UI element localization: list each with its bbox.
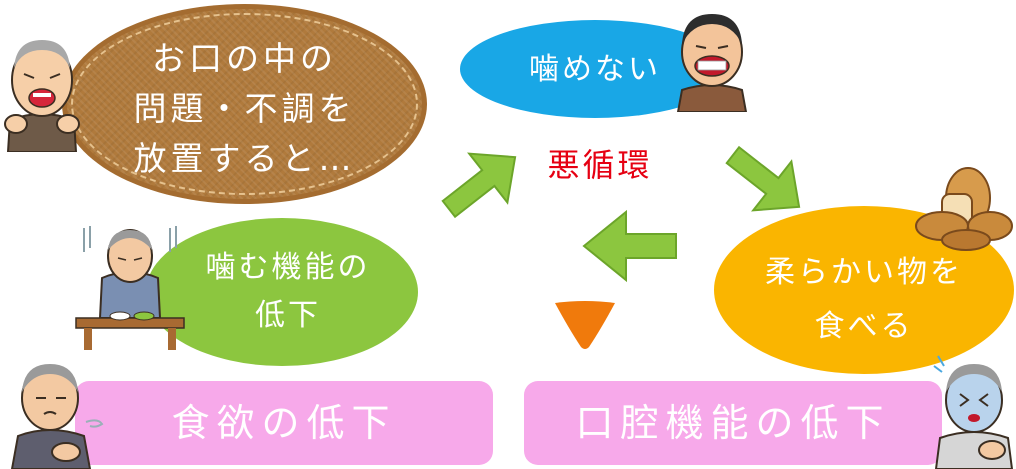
bread-illustration: [915, 167, 1013, 251]
appetite-decline-banner: 食欲の低下: [75, 381, 493, 465]
warning-line-2: 問題・不調を: [133, 89, 356, 128]
chewing-decline-line-1: 噛む機能の: [205, 250, 371, 285]
elderly-man-eating-alone-illustration: [75, 226, 185, 350]
elderly-man-choking-illustration: [933, 355, 1014, 469]
chewing-decline-text: 噛む機能の 低下: [152, 244, 424, 340]
elderly-man-bad-teeth-illustration: [676, 14, 748, 112]
vicious-cycle-label: 悪循環: [547, 146, 653, 184]
soft-food-line-2: 食べる: [814, 309, 914, 344]
chewing-decline-line-2: 低下: [255, 298, 321, 333]
cannot-chew-label: 噛めない: [529, 52, 661, 87]
elderly-man-sighing-illustration: [10, 364, 104, 469]
arrow-down-right-icon: [725, 145, 801, 212]
warning-line-1: お口の中の: [152, 39, 337, 78]
warning-cloud-text: お口の中の 問題・不調を 放置すると…: [62, 34, 427, 184]
triangle-down-icon: [555, 301, 615, 349]
soft-food-line-1: 柔らかい物を: [765, 255, 963, 290]
elderly-man-toothache-illustration: [4, 40, 80, 152]
oral-function-decline-banner: 口腔機能の低下: [524, 381, 942, 465]
arrow-left-icon: [582, 209, 677, 283]
chewing-decline-oval: [146, 218, 418, 366]
warning-line-3: 放置すると…: [133, 139, 356, 178]
arrow-up-right-icon: [441, 152, 517, 219]
warning-cloud: [62, 4, 427, 204]
soft-food-text: 柔らかい物を 食べる: [714, 246, 1014, 354]
